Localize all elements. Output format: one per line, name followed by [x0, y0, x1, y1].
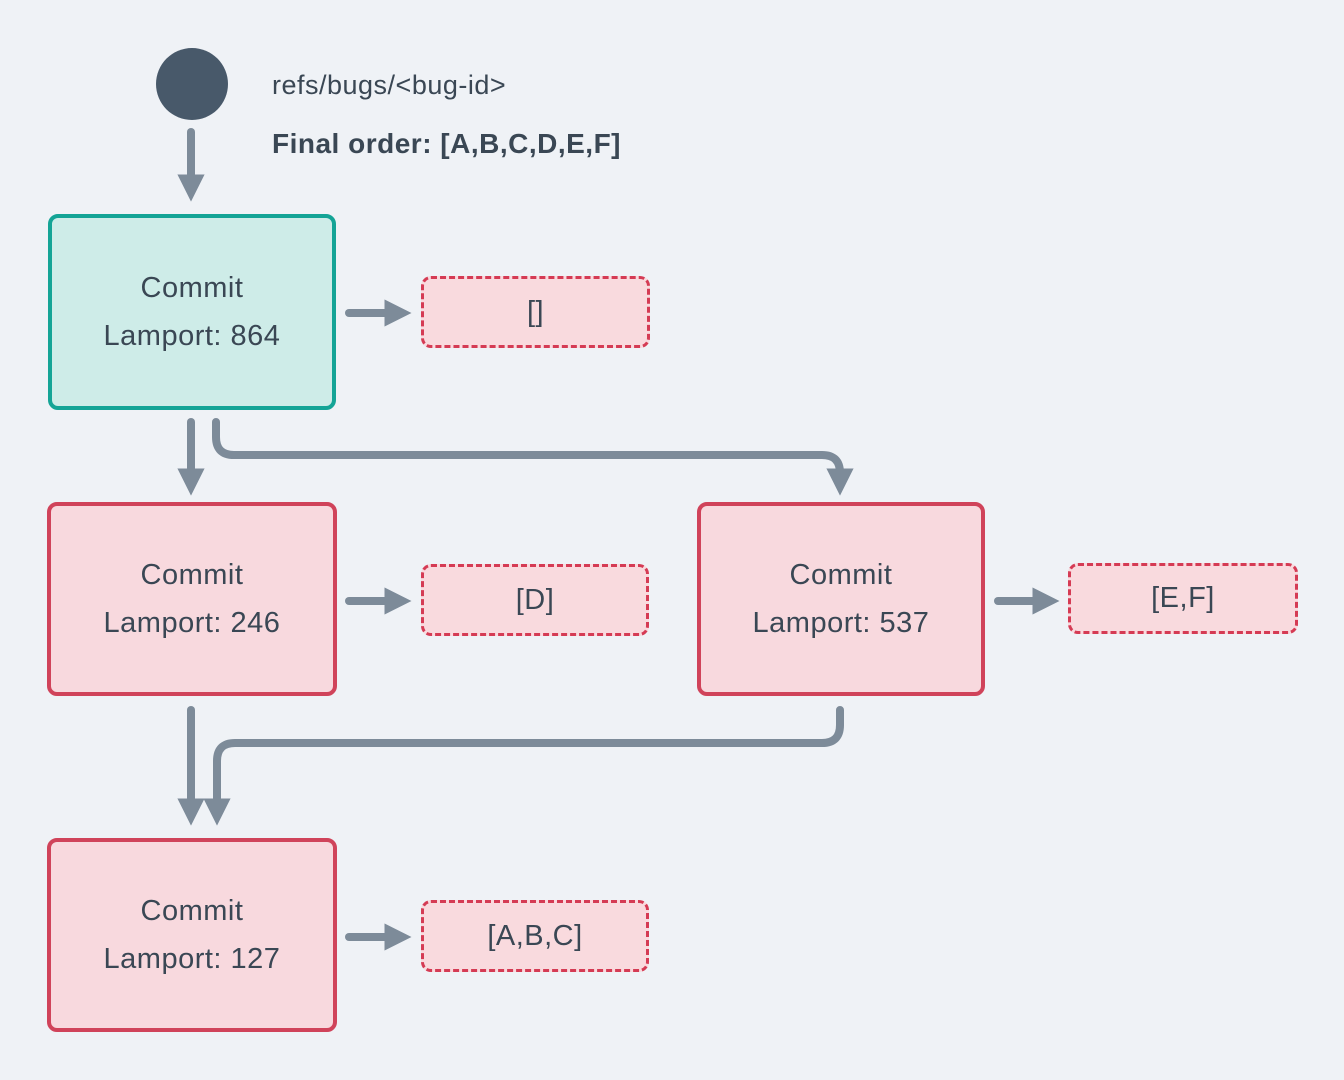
payload-label: [D] — [515, 583, 555, 616]
ref-head-circle — [156, 48, 228, 120]
commit-537-node: Commit Lamport: 537 — [697, 502, 985, 696]
commit-title: Commit — [140, 272, 244, 304]
payload-abc-node: [A,B,C] — [421, 900, 649, 972]
commit-title: Commit — [140, 895, 244, 927]
commit-lamport: Lamport: 127 — [103, 943, 281, 975]
commit-lamport: Lamport: 246 — [103, 607, 281, 639]
payload-label: [E,F] — [1151, 582, 1215, 614]
commit-lamport: Lamport: 864 — [103, 320, 281, 352]
commit-127-node: Commit Lamport: 127 — [47, 838, 337, 1032]
final-order-label: Final order: [A,B,C,D,E,F] — [272, 128, 621, 159]
payload-ef-node: [E,F] — [1068, 563, 1298, 634]
commit-864-node: Commit Lamport: 864 — [48, 214, 336, 410]
payload-empty-node: [] — [421, 276, 650, 348]
payload-d-node: [D] — [421, 564, 649, 636]
commit-title: Commit — [789, 559, 893, 591]
commit-title: Commit — [140, 559, 244, 591]
ref-name-label: refs/bugs/<bug-id> — [272, 70, 507, 100]
commit-lamport: Lamport: 537 — [752, 607, 930, 639]
commit-246-node: Commit Lamport: 246 — [47, 502, 337, 696]
payload-label: [] — [526, 295, 545, 328]
payload-label: [A,B,C] — [487, 919, 583, 952]
arrow-537-to-127 — [203, 706, 844, 826]
arrow-864-to-537 — [212, 418, 854, 496]
